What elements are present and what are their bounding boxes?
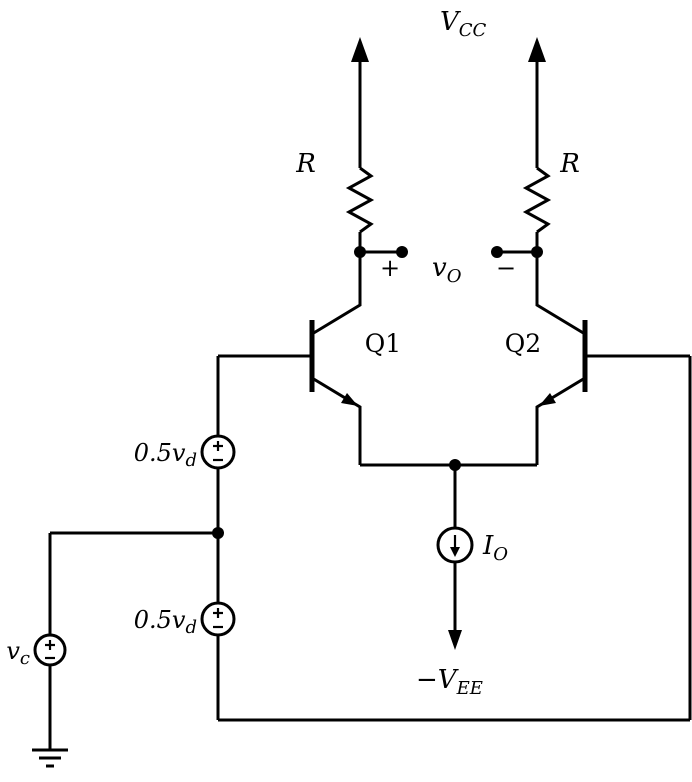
current-source-arrow-icon — [450, 547, 460, 557]
voltage-source-vd-top — [200, 434, 236, 470]
label-vc: vc — [6, 637, 30, 669]
source-circle — [200, 601, 236, 637]
label-r-right: R — [559, 149, 580, 179]
node-dot — [354, 246, 366, 258]
down-arrow-icon — [448, 630, 462, 650]
label-vo-minus: − — [496, 254, 516, 282]
output-terminal-plus — [396, 246, 408, 258]
q2-emitter-lead — [535, 376, 586, 465]
voltage-source-vc — [33, 633, 67, 667]
label-vee: −VEE — [416, 665, 483, 699]
wire-collector-q2 — [535, 232, 586, 336]
label-vo-plus: + — [380, 254, 400, 282]
label-q1: Q1 — [365, 329, 401, 358]
voltage-source-vd-bottom — [200, 601, 236, 637]
resistor-right — [522, 166, 552, 234]
label-r-left: R — [295, 149, 316, 179]
label-vd-top: 0.5vd — [134, 439, 197, 471]
source-circle — [200, 434, 236, 470]
label-q2: Q2 — [505, 329, 541, 358]
current-source-io — [436, 526, 474, 564]
label-io: IO — [482, 531, 508, 565]
resistor-left — [345, 166, 375, 234]
node-dot — [531, 246, 543, 258]
up-arrow-icon — [528, 37, 546, 62]
q1-emitter-arrow-icon — [341, 393, 358, 406]
ground-symbol — [32, 748, 68, 768]
wire-collector-q1 — [311, 232, 362, 336]
label-vd-bottom: 0.5vd — [134, 606, 197, 638]
vcc-rail-right — [528, 37, 546, 168]
q2-emitter-arrow-icon — [539, 393, 556, 406]
transistor-q1 — [218, 320, 362, 465]
vcc-rail-left — [351, 37, 369, 168]
label-vcc: VCC — [440, 7, 487, 41]
q1-emitter-lead — [311, 376, 362, 465]
label-vo: vO — [432, 253, 462, 287]
up-arrow-icon — [351, 37, 369, 62]
output-terminal-minus — [491, 246, 503, 258]
transistor-q2 — [535, 320, 690, 465]
